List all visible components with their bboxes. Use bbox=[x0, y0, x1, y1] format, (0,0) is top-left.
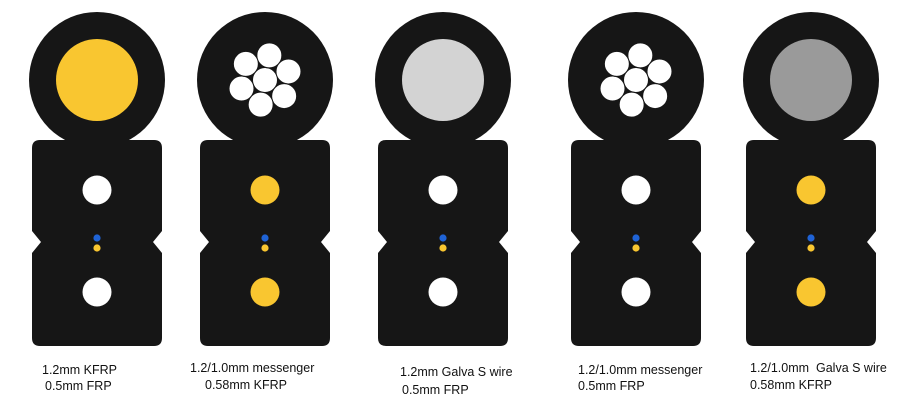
cable-1-label-line2: 0.5mm FRP bbox=[45, 379, 112, 393]
cable-body bbox=[200, 140, 330, 346]
strength-member-bottom bbox=[428, 277, 458, 307]
cable-2 bbox=[197, 12, 333, 346]
fiber-blue bbox=[439, 234, 447, 242]
strength-member-bottom bbox=[250, 277, 280, 307]
messenger-core bbox=[770, 39, 852, 121]
cable-3-label-line2: 0.5mm FRP bbox=[402, 383, 469, 397]
cable-3 bbox=[375, 12, 511, 346]
messenger-strand bbox=[599, 75, 626, 102]
cable-5 bbox=[743, 12, 879, 346]
cable-5-label-line1: 1.2/1.0mm Galva S wire bbox=[750, 361, 887, 375]
fiber-yellow bbox=[807, 244, 815, 252]
strength-member-bottom bbox=[82, 277, 112, 307]
messenger-strand bbox=[247, 91, 274, 118]
strength-member-bottom bbox=[796, 277, 826, 307]
fiber-blue bbox=[807, 234, 815, 242]
cable-body bbox=[746, 140, 876, 346]
fiber-yellow bbox=[439, 244, 447, 252]
messenger-strand bbox=[618, 91, 645, 118]
strength-member-bottom bbox=[621, 277, 651, 307]
messenger-strand bbox=[256, 42, 283, 69]
strength-member-top bbox=[428, 175, 458, 205]
cable-body bbox=[378, 140, 508, 346]
cable-2-label-line2: 0.58mm KFRP bbox=[205, 378, 287, 392]
cable-2-label-line1: 1.2/1.0mm messenger bbox=[190, 361, 315, 375]
strength-member-top bbox=[250, 175, 280, 205]
cable-4-label-line2: 0.5mm FRP bbox=[578, 379, 645, 393]
messenger-strand bbox=[228, 75, 255, 102]
cable-4 bbox=[568, 12, 704, 346]
cable-3-label-line1: 1.2mm Galva S wire bbox=[400, 365, 513, 379]
strength-member-top bbox=[82, 175, 112, 205]
fiber-yellow bbox=[93, 244, 101, 252]
cable-5-label-line2: 0.58mm KFRP bbox=[750, 378, 832, 392]
cable-4-label-line1: 1.2/1.0mm messenger bbox=[578, 363, 703, 377]
messenger-strand bbox=[627, 42, 654, 69]
messenger-strand bbox=[271, 83, 298, 110]
cable-1-label-line1: 1.2mm KFRP bbox=[42, 363, 118, 377]
messenger-strand bbox=[275, 58, 302, 85]
messenger-strand bbox=[646, 58, 673, 85]
strength-member-top bbox=[621, 175, 651, 205]
cable-1 bbox=[29, 12, 165, 346]
fiber-blue bbox=[261, 234, 269, 242]
cable-body bbox=[571, 140, 701, 346]
messenger-strand bbox=[232, 50, 259, 77]
messenger-strand bbox=[603, 50, 630, 77]
fiber-yellow bbox=[632, 244, 640, 252]
messenger-core bbox=[56, 39, 138, 121]
fiber-blue bbox=[632, 234, 640, 242]
fiber-yellow bbox=[261, 244, 269, 252]
messenger-core bbox=[402, 39, 484, 121]
fiber-blue bbox=[93, 234, 101, 242]
strength-member-top bbox=[796, 175, 826, 205]
messenger-strand bbox=[642, 83, 669, 110]
cable-body bbox=[32, 140, 162, 346]
